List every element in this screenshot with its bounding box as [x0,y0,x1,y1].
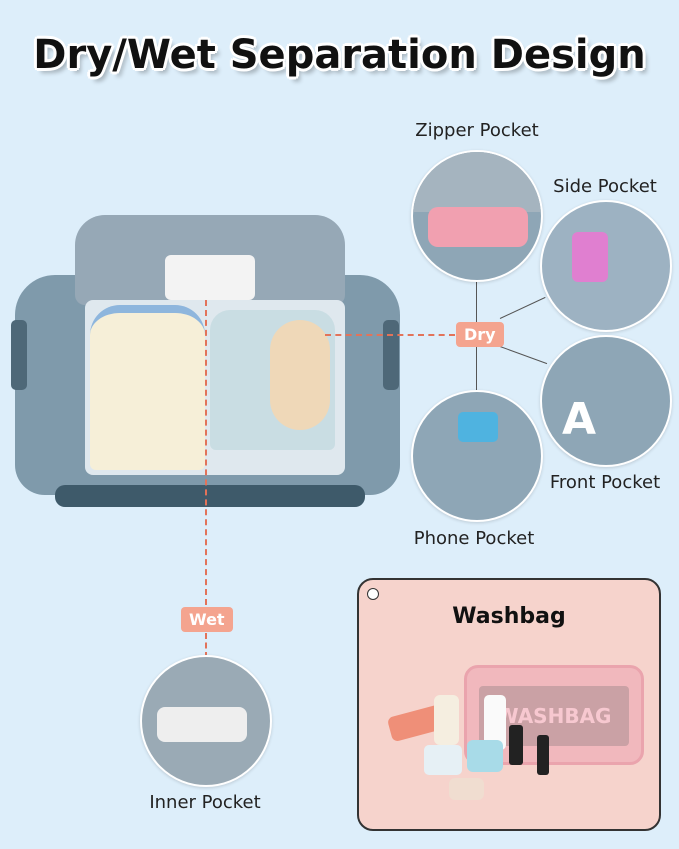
washbag-title: Washbag [452,604,566,629]
page-title: Dry/Wet Separation Design [33,32,646,78]
label-phone-pocket: Phone Pocket [413,528,535,549]
inner-pocket-image [140,655,272,787]
hole-icon [367,588,379,600]
label-side-pocket: Side Pocket [553,176,657,197]
label-zipper-pocket: Zipper Pocket [415,120,539,141]
zipper-pocket-image [411,150,543,282]
washbag-card: Washbag WASHBAG [357,578,661,831]
phone-pocket-image [411,390,543,522]
dry-badge: Dry [456,322,504,347]
label-front-pocket: Front Pocket [549,472,661,493]
duffel-bag-image [11,215,400,515]
wet-badge: Wet [181,607,233,632]
front-pocket-image: A [540,335,672,467]
side-pocket-image [540,200,672,332]
label-inner-pocket: Inner Pocket [149,792,261,813]
